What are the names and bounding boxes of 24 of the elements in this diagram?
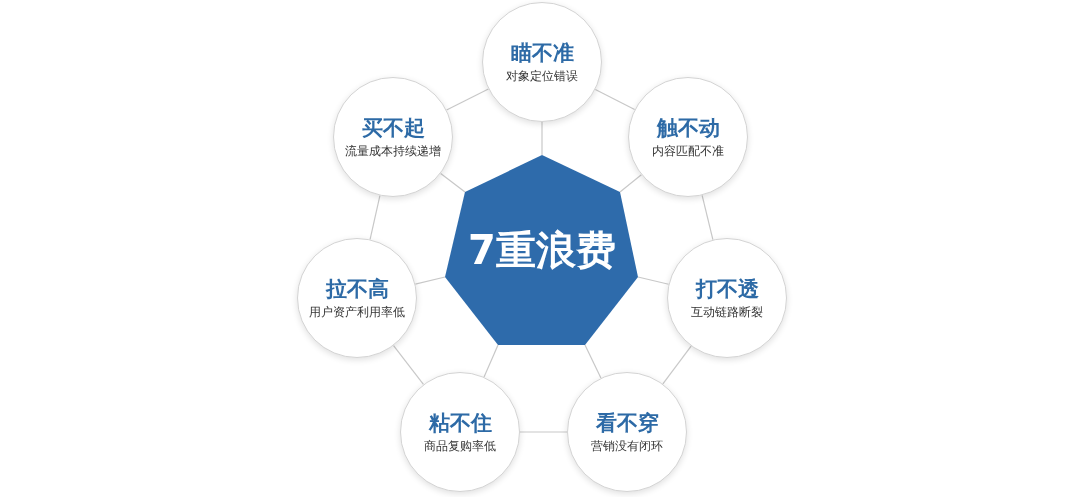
node-subtitle: 用户资产利用率低 bbox=[309, 305, 405, 318]
center-title: 7重浪费 bbox=[468, 230, 616, 270]
node-subtitle: 内容匹配不准 bbox=[652, 144, 724, 157]
node-title: 看不穿 bbox=[595, 412, 659, 434]
node-title: 打不透 bbox=[695, 278, 759, 300]
node-subtitle: 营销没有闭环 bbox=[591, 439, 663, 452]
node-subtitle: 流量成本持续递增 bbox=[345, 144, 441, 157]
connector-line bbox=[392, 344, 425, 386]
node-title: 买不起 bbox=[361, 117, 425, 139]
node-subtitle: 互动链路断裂 bbox=[691, 305, 763, 318]
connector-line bbox=[619, 174, 642, 193]
node-title: 拉不高 bbox=[325, 278, 389, 300]
connector-line bbox=[483, 344, 499, 378]
node-title: 触不动 bbox=[656, 117, 720, 139]
node-subtitle: 对象定位错误 bbox=[506, 69, 578, 82]
connector-line bbox=[584, 344, 602, 379]
connector-line bbox=[594, 88, 636, 111]
connector-line bbox=[662, 345, 692, 385]
connector-line bbox=[446, 88, 489, 111]
node-title: 瞄不准 bbox=[510, 42, 574, 64]
node-subtitle: 商品复购率低 bbox=[424, 439, 496, 452]
connector-line bbox=[440, 172, 466, 193]
connector-line bbox=[541, 121, 543, 156]
node-title: 粘不住 bbox=[428, 412, 492, 434]
